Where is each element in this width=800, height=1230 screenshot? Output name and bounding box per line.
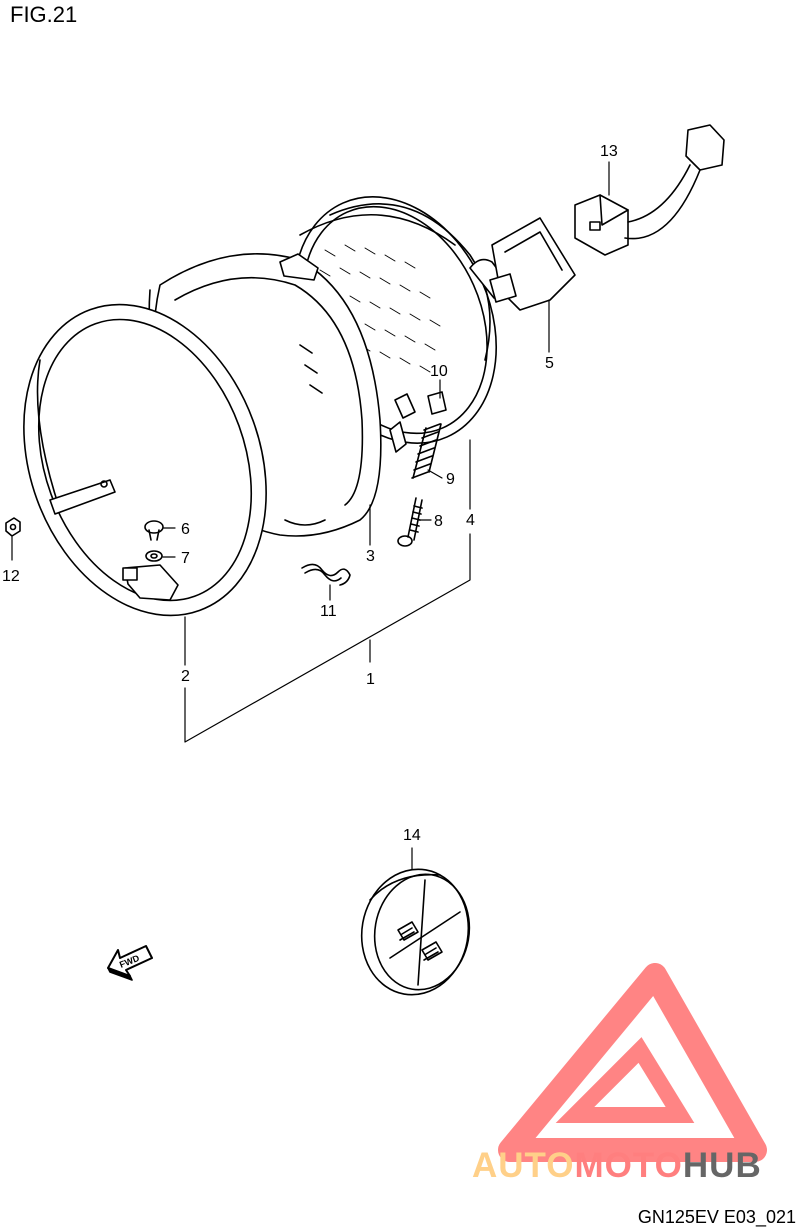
part-6-label: 6 (181, 521, 190, 538)
part-12-label: 12 (2, 568, 20, 585)
headlight-bulb-drawing (360, 868, 471, 996)
watermark-hub: HUB (682, 1146, 762, 1185)
spring-drawing (411, 423, 442, 479)
part-4-label: 4 (466, 512, 475, 529)
part-3-label: 3 (366, 548, 375, 565)
leader-lines (11, 161, 610, 871)
fwd-direction-arrow (107, 945, 153, 981)
socket-bracket-drawing (489, 217, 576, 311)
headlight-rim-drawing (23, 303, 267, 617)
nut-drawing (5, 517, 21, 537)
part-13-label: 13 (600, 143, 618, 160)
part-9-label: 9 (446, 471, 455, 488)
part-number-labels: 1 2 3 4 5 6 7 8 9 10 11 12 13 14 FWD (2, 143, 618, 970)
part-1-label: 1 (366, 671, 375, 688)
part-7-label: 7 (181, 550, 190, 567)
figure-code: GN125EV E03_021 (637, 1207, 796, 1227)
wire-clip-drawing (301, 563, 351, 586)
automotohub-watermark: AUTOMOTOHUB (472, 1146, 762, 1186)
wiring-connector-drawing (574, 124, 725, 256)
watermark-moto: MOTO (574, 1146, 683, 1185)
part-2-label: 2 (181, 668, 190, 685)
part-8-label: 8 (434, 513, 443, 530)
screw-drawing (144, 520, 164, 541)
adjust-screw-drawing (397, 497, 423, 547)
part-10-label: 10 (430, 363, 448, 380)
figure-title: FIG.21 (10, 2, 78, 27)
part-5-label: 5 (545, 355, 554, 372)
watermark-auto: AUTO (472, 1146, 575, 1185)
part-14-label: 14 (403, 827, 421, 844)
part-11-label: 11 (320, 603, 337, 620)
automotohub-logo-mark (498, 963, 767, 1162)
washer-drawing (145, 550, 163, 562)
